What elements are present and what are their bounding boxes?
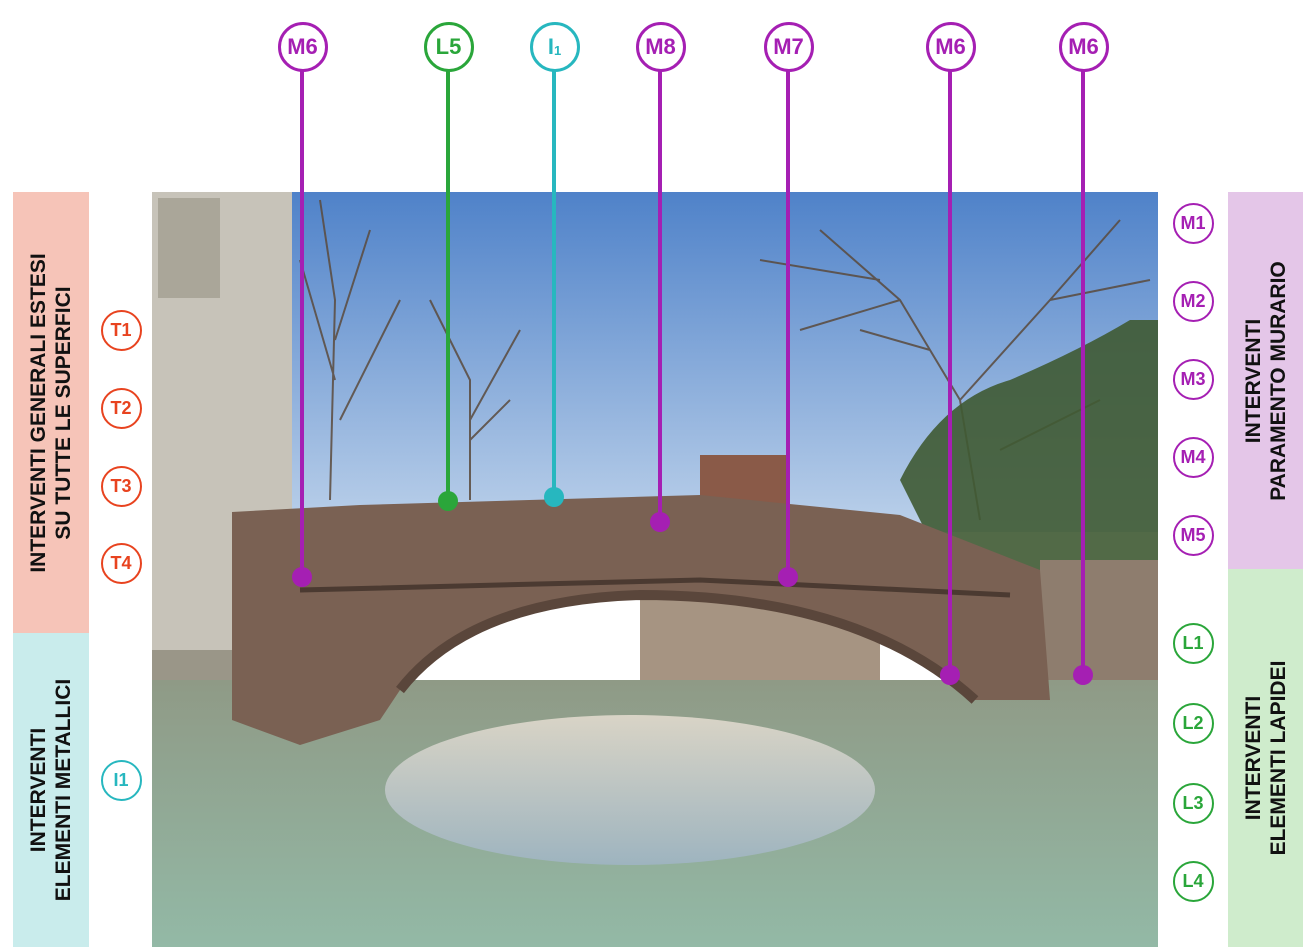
badge-l1: L1 xyxy=(1172,622,1214,664)
badge-i1: I1 xyxy=(100,759,142,801)
band-stone: INTERVENTI ELEMENTI LAPIDEI xyxy=(1228,569,1303,947)
band-stone-title: INTERVENTI ELEMENTI LAPIDEI xyxy=(1241,660,1290,856)
badge-l2: L2 xyxy=(1172,702,1214,744)
callout-m6: M6 xyxy=(277,21,328,72)
band-metal: INTERVENTI ELEMENTI METALLICI xyxy=(13,633,89,947)
callout-l5: L5 xyxy=(423,21,474,72)
badge-m5: M5 xyxy=(1172,514,1214,556)
arch-intrados xyxy=(396,589,979,704)
badge-m2: M2 xyxy=(1172,280,1214,322)
band-masonry-title: INTERVENTI PARAMENTO MURARIO xyxy=(1241,260,1290,501)
badge-m3: M3 xyxy=(1172,358,1214,400)
bridge-cornice xyxy=(299,577,1011,598)
callout-m6: M6 xyxy=(925,21,976,72)
badge-t4: T4 xyxy=(100,542,142,584)
badge-t1: T1 xyxy=(100,309,142,351)
foliage xyxy=(900,320,1158,600)
badge-l4: L4 xyxy=(1172,860,1214,902)
building-plaque xyxy=(158,198,220,298)
band-metal-title: INTERVENTI ELEMENTI METALLICI xyxy=(27,678,75,902)
callout-m8: M8 xyxy=(635,21,686,72)
badge-l3: L3 xyxy=(1172,782,1214,824)
badge-m4: M4 xyxy=(1172,436,1214,478)
band-masonry: INTERVENTI PARAMENTO MURARIO xyxy=(1228,192,1303,569)
callout-m6: M6 xyxy=(1058,21,1109,72)
band-general-title: INTERVENTI GENERALI ESTESI SU TUTTE LE S… xyxy=(27,252,75,573)
trees xyxy=(299,199,1151,521)
callout-m7: M7 xyxy=(763,21,814,72)
bridge-arch xyxy=(232,495,1050,745)
band-general: INTERVENTI GENERALI ESTESI SU TUTTE LE S… xyxy=(13,192,89,633)
badge-t3: T3 xyxy=(100,465,142,507)
badge-t2: T2 xyxy=(100,387,142,429)
badge-m1: M1 xyxy=(1172,202,1214,244)
arch-reflection xyxy=(385,715,875,865)
